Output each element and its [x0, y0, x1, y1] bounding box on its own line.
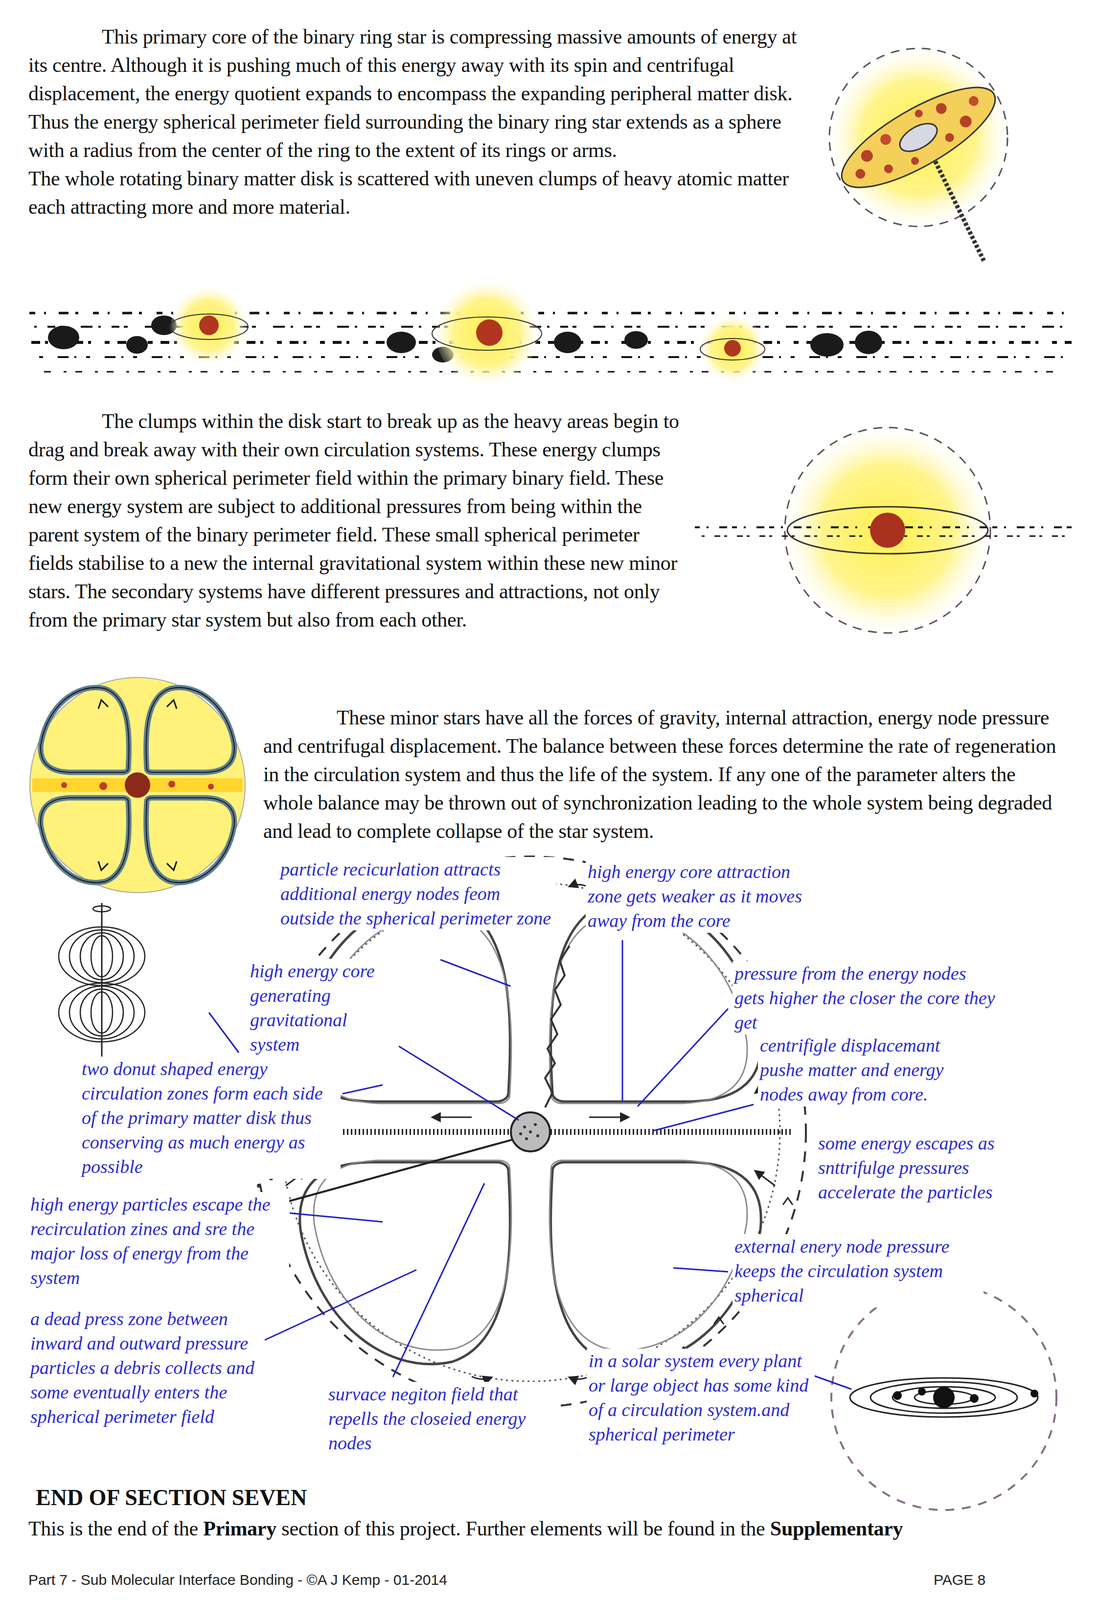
field-sketch: [58, 903, 145, 1068]
annotation: external enery node pressure keeps the c…: [732, 1234, 984, 1308]
body-paragraph: This primary core of the binary ring sta…: [28, 22, 804, 165]
annotation: centrifigle displacemant pushe matter an…: [757, 1033, 978, 1107]
annotation: high energy core attraction zone gets we…: [585, 859, 830, 934]
minor-star-sketch: [694, 427, 1074, 634]
circulation-sketch: [29, 677, 246, 893]
body-paragraph: These minor stars have all the forces of…: [263, 703, 1064, 846]
closing-text: section of this project. Further element…: [281, 1517, 765, 1541]
section-heading: END OF SECTION SEVEN: [35, 1484, 623, 1512]
text-block: This is the end of thePrimarysection of …: [28, 1514, 1081, 1544]
annotation: particle recicurlation attracts addition…: [278, 857, 557, 931]
solar-system-sketch: [831, 1285, 1057, 1511]
annotation: high energy particles escape the recircu…: [28, 1192, 290, 1291]
debris-band: [29, 281, 1072, 385]
page-footer: Part 7 - Sub Molecular Interface Bonding…: [28, 1571, 448, 1590]
annotation: a dead press zone between inward and out…: [28, 1306, 265, 1430]
closing-text: Primary: [203, 1517, 277, 1541]
annotation: in a solar system every plant or large o…: [586, 1349, 815, 1447]
annotation: two donut shaped energy circulation zone…: [79, 1056, 341, 1180]
text-block: This primary core of the binary ring sta…: [28, 22, 804, 222]
annotation: survace negiton field that repells the c…: [326, 1382, 558, 1456]
page-number: PAGE 8: [933, 1571, 986, 1590]
body-paragraph: The clumps within the disk start to brea…: [28, 407, 682, 635]
annotation: some energy escapes as snttrifulge press…: [816, 1131, 1031, 1205]
annotation: pressure from the energy nodes gets high…: [732, 961, 1001, 1035]
body-paragraph: The whole rotating binary matter disk is…: [28, 164, 804, 222]
text-block: The clumps within the disk start to brea…: [28, 407, 682, 635]
closing-text: This is the end of the: [28, 1517, 199, 1541]
closing-text: Supplementary: [770, 1517, 903, 1541]
text-block: These minor stars have all the forces of…: [263, 703, 1064, 846]
ring-star-sketch: [828, 48, 1008, 263]
annotation: high energy core generating gravitationa…: [248, 959, 399, 1057]
